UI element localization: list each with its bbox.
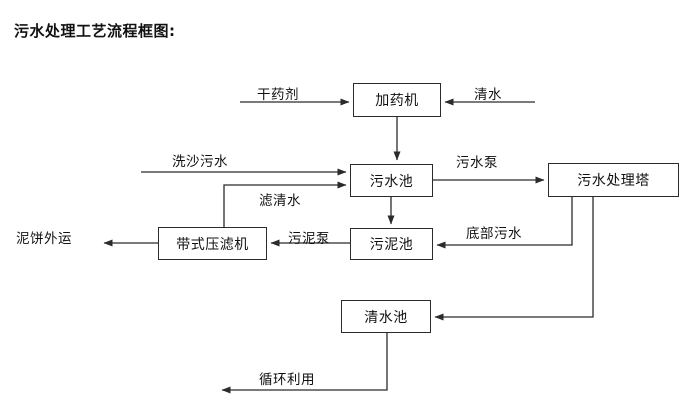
node-treatment-tower[interactable]: 污水处理塔	[548, 163, 679, 197]
connector-tower-to-clear-water-pool	[434, 197, 594, 321]
edge-label-mud-cake-out: 泥饼外运	[16, 231, 72, 247]
edge-label-bottom-sewage: 底部污水	[466, 226, 522, 242]
edge-label-sand-wash-sewage: 洗沙污水	[172, 154, 228, 170]
node-belt-filter-press[interactable]: 带式压滤机	[158, 227, 267, 260]
node-sludge-pool[interactable]: 污泥池	[350, 228, 433, 260]
edge-label-sewage-pump: 污水泵	[456, 155, 498, 171]
node-sewage-pool[interactable]: 污水池	[350, 164, 433, 197]
page-title: 污水处理工艺流程框图:	[14, 22, 176, 40]
edge-label-recycle-use: 循环利用	[259, 372, 315, 388]
edge-label-filtrate-water: 滤清水	[259, 193, 301, 209]
node-dosing-machine[interactable]: 加药机	[353, 83, 441, 117]
edge-label-clean-water: 清水	[474, 87, 502, 103]
node-clear-water-pool[interactable]: 清水池	[341, 300, 431, 333]
edge-label-sludge-pump: 污泥泵	[288, 231, 330, 247]
edge-label-dry-agent: 干药剂	[257, 87, 299, 103]
